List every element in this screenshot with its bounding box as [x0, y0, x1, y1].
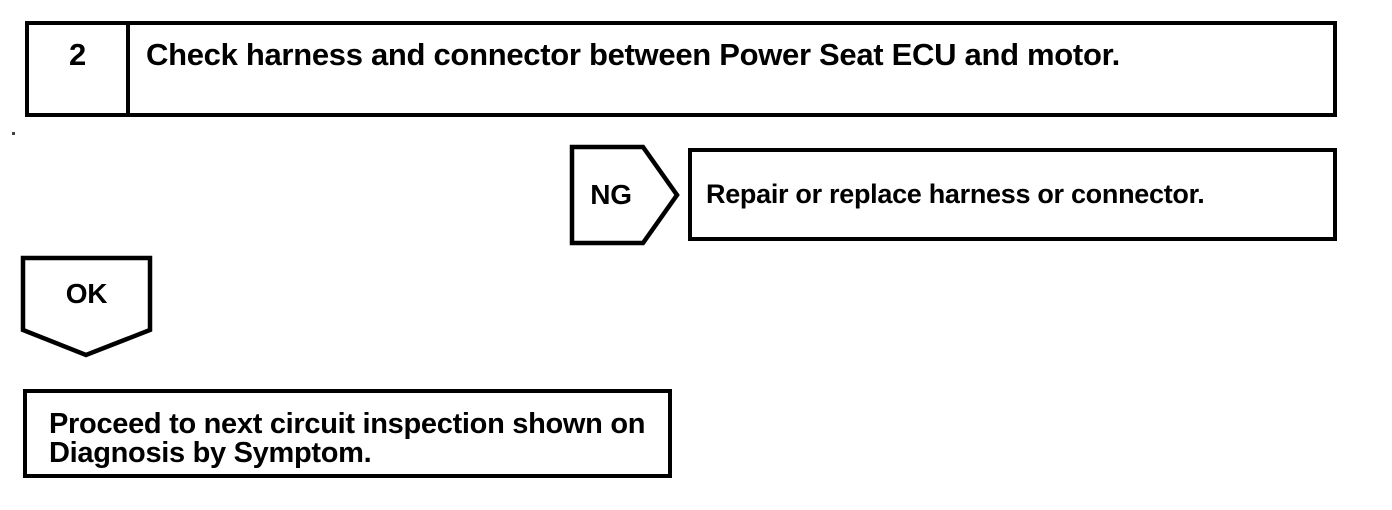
step-box: 2 Check harness and connector between Po…	[25, 21, 1337, 117]
ng-action-text: Repair or replace harness or connector.	[706, 179, 1205, 209]
scan-speckle	[12, 132, 15, 135]
step-number-cell: 2	[29, 25, 130, 113]
ng-action-box: Repair or replace harness or connector.	[688, 148, 1337, 241]
ok-result-line-2: Diagnosis by Symptom.	[49, 437, 372, 469]
ng-pentagon-icon	[569, 144, 680, 246]
step-number: 2	[69, 37, 86, 72]
ok-result-box: Proceed to next circuit inspection shown…	[23, 389, 672, 478]
step-title: Check harness and connector between Powe…	[146, 37, 1120, 72]
ok-connector-shape	[20, 255, 153, 358]
ng-connector-label: NG	[590, 179, 632, 210]
ok-result-line-1: Proceed to next circuit inspection shown…	[49, 408, 646, 440]
ng-connector-shape	[569, 144, 680, 246]
ok-pentagon-icon	[20, 255, 153, 358]
ok-connector-label: OK	[65, 278, 108, 309]
